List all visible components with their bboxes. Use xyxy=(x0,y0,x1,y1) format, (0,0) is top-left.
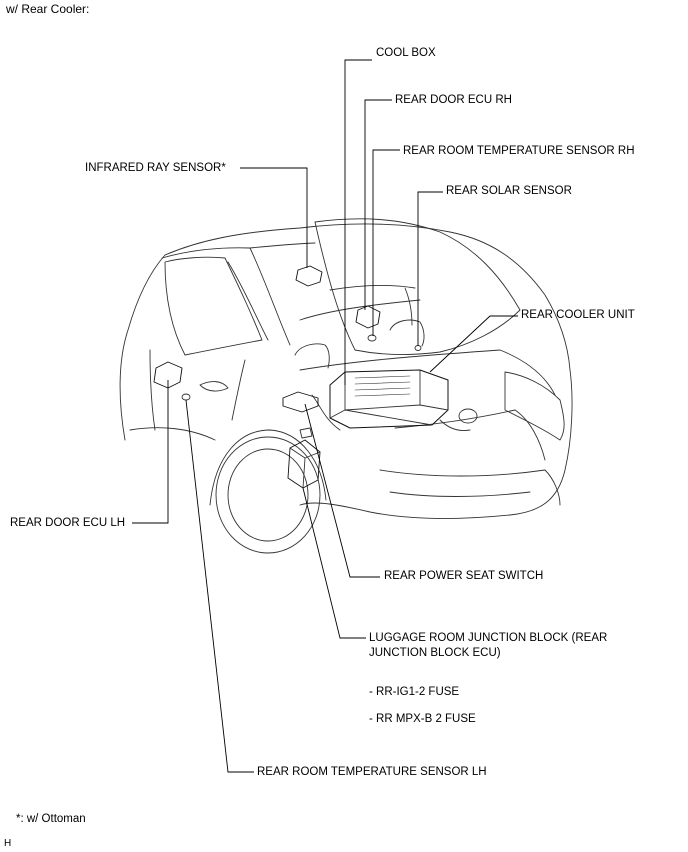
rear-window xyxy=(314,218,521,355)
rear-wheel xyxy=(215,436,321,554)
rear-room-temp-sensor-lh-shape xyxy=(181,393,191,401)
footnote: *: w/ Ottoman xyxy=(16,813,86,825)
side-window xyxy=(164,256,263,356)
rear-wheel-arch xyxy=(209,429,327,506)
label-rear-door-ecu-lh: REAR DOOR ECU LH xyxy=(10,517,126,529)
luggage-junction-block-shape xyxy=(287,439,321,489)
rear-emblem xyxy=(458,408,478,424)
trunk-lid xyxy=(299,349,556,396)
leader-rear-door-ecu-lh xyxy=(132,380,169,524)
rear-room-temp-sensor-rh-shape xyxy=(367,334,377,342)
label-rear-power-seat-switch: REAR POWER SEAT SWITCH xyxy=(384,570,544,582)
label-fuse-rr-mpx: - RR MPX-B 2 FUSE xyxy=(369,713,476,725)
door-handle xyxy=(199,381,229,392)
label-cool-box: COOL BOX xyxy=(376,47,436,59)
car-body-outline xyxy=(119,223,573,519)
label-luggage-junction-block-line2: JUNCTION BLOCK ECU) xyxy=(369,647,501,659)
rear-seat xyxy=(294,343,330,369)
car-roof-line xyxy=(161,247,291,346)
leader-luggage-junction-block xyxy=(302,487,366,639)
label-rear-door-ecu-rh: REAR DOOR ECU RH xyxy=(395,94,512,106)
leader-cool-box xyxy=(344,59,372,385)
rear-bumper xyxy=(379,469,561,506)
leader-rear-solar-sensor xyxy=(417,191,443,346)
figure-code: H xyxy=(4,838,12,849)
label-luggage-junction-block-line1: LUGGAGE ROOM JUNCTION BLOCK (REAR xyxy=(369,632,608,644)
rear-solar-sensor-shape xyxy=(414,345,422,351)
label-fuse-rr-ig1: - RR-IG1-2 FUSE xyxy=(369,686,460,698)
leader-rear-room-temp-sensor-lh xyxy=(185,399,254,773)
infrared-ray-sensor-shape xyxy=(295,265,323,287)
label-rear-room-temp-sensor-lh: REAR ROOM TEMPERATURE SENSOR LH xyxy=(257,766,487,778)
leader-rear-door-ecu-rh xyxy=(364,99,392,310)
rear-power-seat-switch-shape xyxy=(282,391,319,413)
leader-infrared-ray-sensor xyxy=(240,167,308,268)
leader-rear-cooler-unit xyxy=(429,315,518,373)
leader-rear-power-seat-switch xyxy=(304,403,380,578)
label-rear-solar-sensor: REAR SOLAR SENSOR xyxy=(446,185,572,197)
label-rear-cooler-unit: REAR COOLER UNIT xyxy=(521,309,635,321)
leader-rear-room-temp-sensor-rh xyxy=(372,149,400,336)
rear-door-ecu-lh-shape xyxy=(153,361,183,389)
diagram-title: w/ Rear Cooler: xyxy=(6,2,90,16)
tail-light xyxy=(504,371,565,441)
label-rear-room-temp-sensor-rh: REAR ROOM TEMPERATURE SENSOR RH xyxy=(403,145,635,157)
rear-door-ecu-rh-shape xyxy=(355,305,381,329)
label-infrared-ray-sensor: INFRARED RAY SENSOR* xyxy=(85,162,226,174)
rear-cooler-unit-shape xyxy=(329,369,449,429)
